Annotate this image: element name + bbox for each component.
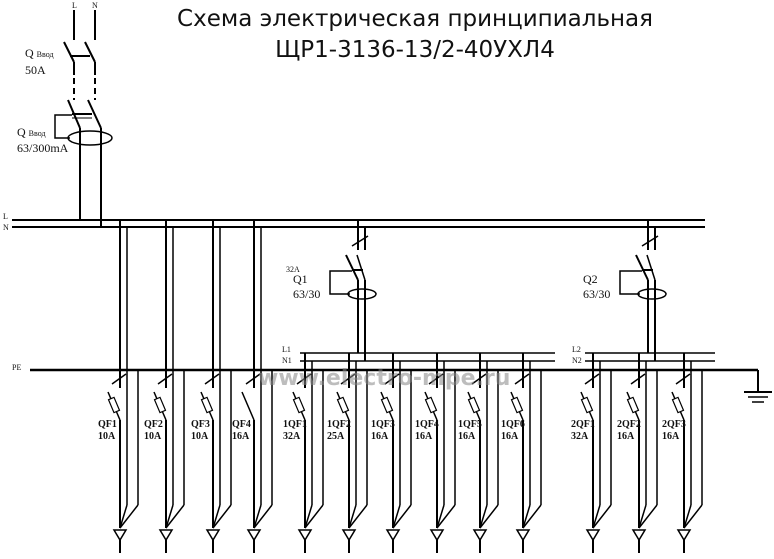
diagram-title-line2: ЩР1-3136-13/2-40УХЛ4 <box>275 37 555 63</box>
feeder-rating: 16A <box>371 431 389 442</box>
feeder-name: 1QF6 <box>501 419 525 430</box>
rcd-current: 32A <box>286 265 300 274</box>
outlet-icon <box>585 529 601 542</box>
outlet-icon <box>676 529 692 542</box>
outlet-icon <box>158 529 174 542</box>
outlet-icon <box>515 529 531 542</box>
outlet-icon <box>631 529 647 542</box>
outlet-icon <box>341 529 357 542</box>
feeder-name: QF3 <box>191 419 210 430</box>
feeder-rating: 10A <box>98 431 116 442</box>
feeder-rating: 16A <box>662 431 680 442</box>
feeder-name: 1QF2 <box>327 419 351 430</box>
outlet-icon <box>205 529 221 542</box>
rcd-transformer-icon <box>67 130 113 146</box>
outlet-icon <box>297 529 313 542</box>
rcd-name: Q1 <box>293 272 308 286</box>
feeder-name: QF4 <box>232 419 251 430</box>
bus-l-label: L <box>3 212 8 221</box>
feeder-rating: 16A <box>501 431 519 442</box>
feeder-rating: 16A <box>415 431 433 442</box>
bus-l1-label: L1 <box>282 345 291 354</box>
ground-icon <box>744 370 772 403</box>
feeders: QF110AQF210AQF310AQF416A1QF132A1QF225A1Q… <box>98 220 703 553</box>
feeder-rating: 32A <box>571 431 589 442</box>
feeder-name: 1QF4 <box>415 419 439 430</box>
outlet-icon <box>246 529 262 542</box>
feeder-name: 1QF3 <box>371 419 395 430</box>
rcd-transformer-icon <box>347 288 377 300</box>
incoming-rcd-name: Q Ввод <box>17 125 46 139</box>
feeder-name: QF2 <box>144 419 163 430</box>
feeder-rating: 16A <box>617 431 635 442</box>
rcd-rating: 63/30 <box>293 287 320 301</box>
outlet-icon <box>429 529 445 542</box>
feeder-name: 1QF1 <box>283 419 307 430</box>
outlet-icon <box>472 529 488 542</box>
feeder-rating: 10A <box>144 431 162 442</box>
incoming-breaker-rating: 50A <box>25 63 46 77</box>
feeder-rating: 10A <box>191 431 209 442</box>
feeder-name: 1QF5 <box>458 419 482 430</box>
feeder-rating: 16A <box>232 431 250 442</box>
diagram-title-line1: Схема электрическая принципиальная <box>177 6 653 32</box>
incoming-breaker-name: Q Ввод <box>25 46 54 60</box>
watermark: www.electro-mpe.ru <box>258 366 510 391</box>
bus-n-label: N <box>3 223 9 232</box>
feeder-rating: 32A <box>283 431 301 442</box>
feeder-name: 2QF1 <box>571 419 595 430</box>
bus-pe-label: PE <box>12 363 21 372</box>
bus-l2-label: L2 <box>572 345 581 354</box>
rcd-name: Q2 <box>583 272 598 286</box>
incoming-rcd-rating: 63/300mA <box>17 141 69 155</box>
feeder-name: 2QF3 <box>662 419 686 430</box>
rcd-transformer-icon <box>637 288 667 300</box>
incoming-n-label: N <box>92 1 98 10</box>
rcd-rating: 63/30 <box>583 287 610 301</box>
incoming-l-label: L <box>72 1 77 10</box>
feeder-rating: 16A <box>458 431 476 442</box>
outlet-icon <box>385 529 401 542</box>
feeder-name: QF1 <box>98 419 117 430</box>
bus-n1-label: N1 <box>282 356 292 365</box>
feeder-rating: 25A <box>327 431 345 442</box>
incoming-section: L N Q Ввод 50A Q Ввод 63/300mA <box>17 1 113 227</box>
bus-n2-label: N2 <box>572 356 582 365</box>
outlet-icon <box>112 529 128 542</box>
feeder-name: 2QF2 <box>617 419 641 430</box>
